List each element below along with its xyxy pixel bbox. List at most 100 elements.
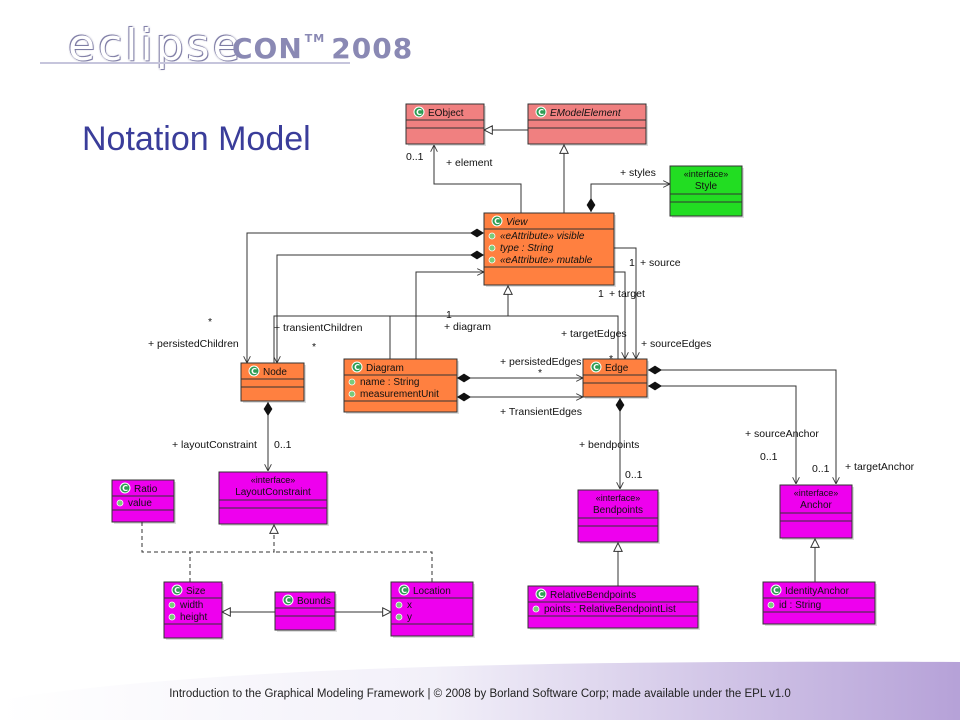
class-view-attribute: «eAttribute» visible bbox=[500, 231, 585, 242]
footer-text: Introduction to the Graphical Modeling F… bbox=[169, 688, 791, 700]
class-diagram-attribute: measurementUnit bbox=[360, 389, 439, 400]
label-target-anchor: + targetAnchor bbox=[845, 461, 915, 473]
class-layoutconstraint-stereotype: «interface» bbox=[251, 475, 296, 485]
class-anchor: «interface»Anchor bbox=[779, 484, 854, 540]
class-relativebendpoints-box bbox=[527, 585, 699, 629]
label-persisted-mult: * bbox=[208, 316, 212, 328]
label-source-edges: + sourceEdges bbox=[641, 338, 711, 350]
class-icon: C bbox=[590, 361, 602, 373]
class-node-box bbox=[240, 362, 305, 402]
svg-text:C: C bbox=[538, 108, 544, 117]
class-icon: C bbox=[535, 106, 547, 118]
label-target-anchor-mult: 0..1 bbox=[812, 463, 830, 475]
assoc-source bbox=[614, 247, 636, 359]
class-emodelelement-name: EModelElement bbox=[550, 108, 622, 119]
real-ratio bbox=[141, 522, 274, 553]
label-source-anchor-mult: 0..1 bbox=[760, 451, 778, 463]
class-bounds-name: Bounds bbox=[297, 596, 331, 607]
label-diagram: + diagram bbox=[444, 321, 491, 333]
class-bendpoints-box bbox=[577, 489, 659, 543]
attribute-icon bbox=[348, 390, 356, 398]
svg-text:C: C bbox=[593, 363, 599, 372]
label-layout-constraint: + layoutConstraint bbox=[172, 439, 257, 451]
class-size-attribute: width bbox=[179, 600, 203, 611]
class-layoutconstraint: «interface» LayoutConstraint bbox=[218, 471, 329, 526]
class-eobject-name: EObject bbox=[428, 108, 464, 119]
class-anchor-box bbox=[779, 484, 853, 539]
logo-tm: TM bbox=[304, 32, 326, 45]
class-view-box bbox=[483, 212, 615, 286]
class-identityanchor-box bbox=[762, 581, 876, 625]
class-relativebendpoints-attribute: points : RelativeBendpointList bbox=[544, 604, 676, 615]
svg-text:C: C bbox=[285, 596, 291, 605]
label-source-anchor: + sourceAnchor bbox=[745, 428, 819, 440]
class-view-name: View bbox=[506, 217, 528, 228]
label-element-mult: 0..1 bbox=[406, 151, 424, 163]
class-bendpoints-stereotype: «interface» bbox=[596, 493, 641, 503]
class-style-stereotype: «interface» bbox=[684, 169, 729, 179]
class-anchor-name: Anchor bbox=[800, 500, 832, 511]
class-icon: C bbox=[398, 584, 410, 596]
class-edge-name: Edge bbox=[605, 363, 629, 374]
class-location-name: Location bbox=[413, 586, 451, 597]
class-diagram-box bbox=[343, 358, 458, 413]
logo-con: CON bbox=[232, 32, 303, 65]
label-transient-edges: + TransientEdges bbox=[500, 406, 582, 418]
class-icon: C bbox=[351, 361, 363, 373]
svg-text:C: C bbox=[538, 590, 544, 599]
attribute-icon bbox=[168, 601, 176, 609]
class-icon: C bbox=[770, 584, 782, 596]
class-layoutconstraint-name: LayoutConstraint bbox=[235, 487, 311, 498]
label-persisted-edges: + persistedEdges bbox=[500, 356, 581, 368]
class-bendpoints: «interface» Bendpoints bbox=[577, 489, 660, 544]
attribute-icon bbox=[116, 499, 124, 507]
assoc-transient-children bbox=[277, 255, 484, 363]
connectors bbox=[141, 130, 836, 612]
attribute-icon bbox=[395, 613, 403, 621]
svg-text:C: C bbox=[354, 363, 360, 372]
logo-underline bbox=[40, 62, 350, 64]
class-diagram-attribute: name : String bbox=[360, 377, 419, 388]
class-edge: C Edge bbox=[582, 358, 649, 399]
class-relativebendpoints: C RelativeBendpoints points : RelativeBend… bbox=[527, 585, 700, 630]
logo-year: 2008 bbox=[331, 32, 414, 65]
attribute-icon bbox=[348, 378, 356, 386]
attribute-icon bbox=[532, 605, 540, 613]
class-size-name: Size bbox=[186, 586, 206, 597]
slide-title: Notation Model bbox=[82, 120, 311, 158]
label-target-edges: + targetEdges bbox=[561, 328, 627, 340]
class-emodelelement: C EModelElement bbox=[527, 103, 648, 146]
class-bounds: C Bounds bbox=[274, 591, 337, 632]
label-target-mult: 1 bbox=[598, 288, 604, 300]
class-ratio-name: Ratio bbox=[134, 484, 158, 495]
label-layout-mult: 0..1 bbox=[274, 439, 292, 451]
label-source: + source bbox=[640, 257, 681, 269]
class-icon: C bbox=[491, 215, 503, 227]
class-icon: C bbox=[413, 106, 425, 118]
label-transient-children: + transientChildren bbox=[274, 322, 363, 334]
svg-text:C: C bbox=[494, 217, 500, 226]
class-layoutconstraint-box bbox=[218, 471, 328, 525]
attribute-icon bbox=[488, 244, 496, 252]
attribute-icon bbox=[488, 256, 496, 264]
class-relativebendpoints-name: RelativeBendpoints bbox=[550, 590, 636, 601]
svg-text:C: C bbox=[174, 586, 180, 595]
svg-text:C: C bbox=[251, 367, 257, 376]
label-diagram-mult: 1 bbox=[446, 309, 452, 321]
class-icon: C bbox=[171, 584, 183, 596]
attribute-icon bbox=[488, 232, 496, 240]
assoc-view-styles bbox=[591, 184, 670, 212]
class-view-attribute: «eAttribute» mutable bbox=[500, 255, 593, 266]
svg-text:C: C bbox=[122, 484, 128, 493]
class-emodelelement-box bbox=[527, 103, 647, 145]
class-bendpoints-name: Bendpoints bbox=[593, 505, 643, 516]
label-persisted-edges-mult: * bbox=[538, 367, 542, 379]
